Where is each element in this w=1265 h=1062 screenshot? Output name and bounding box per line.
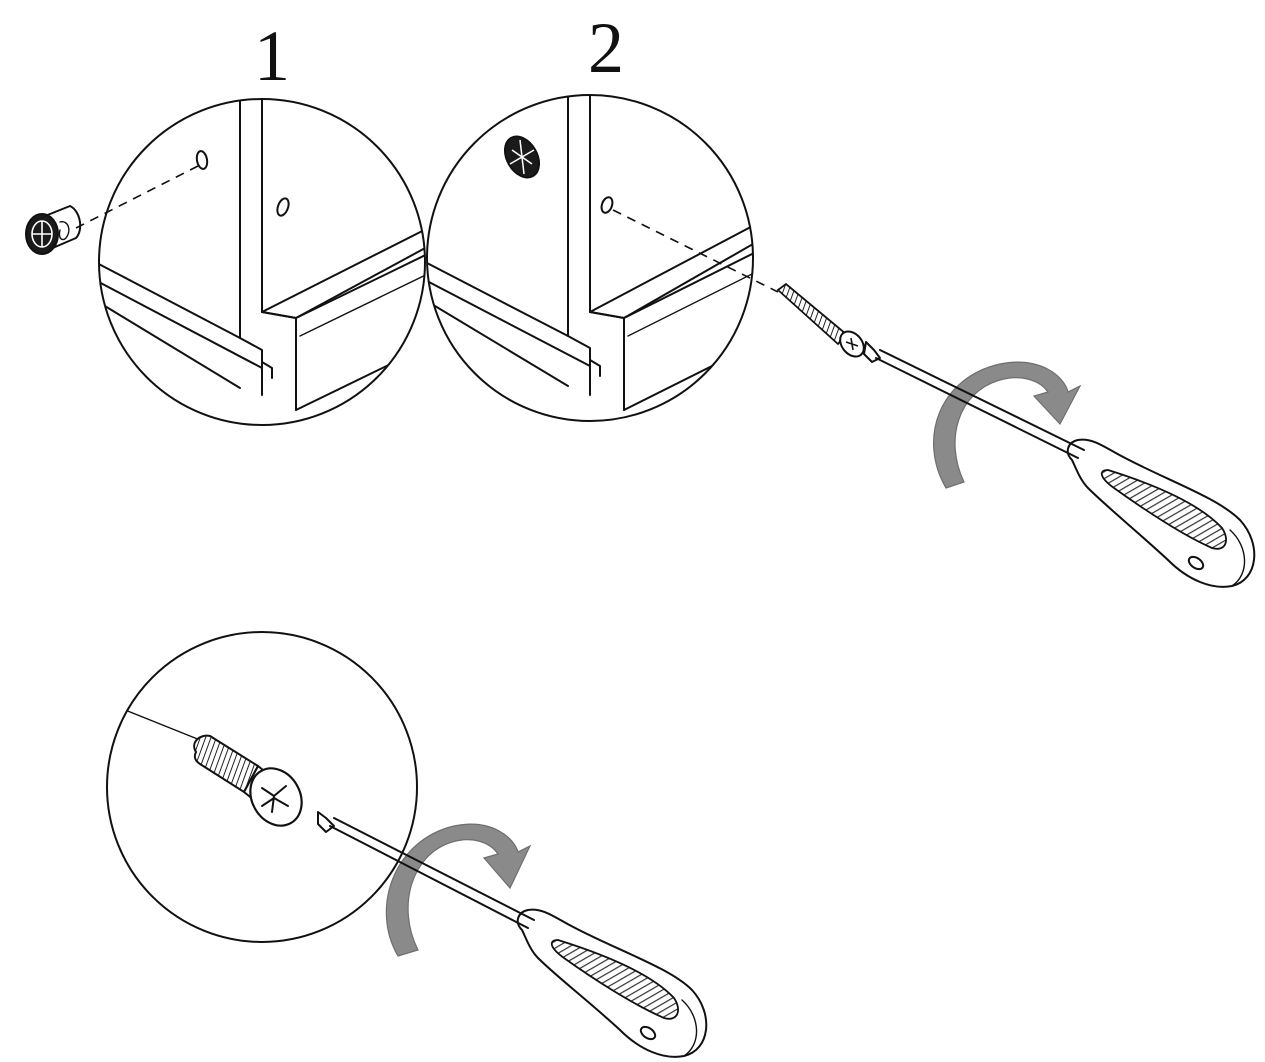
screwdriver-icon [863, 341, 1256, 588]
step-number-1: 1 [254, 16, 290, 96]
cam-lock-installed-icon [503, 135, 541, 179]
detail-circle-1 [98, 98, 426, 426]
rotate-clockwise-icon [385, 823, 532, 957]
bolt-icon [776, 282, 865, 358]
screwdriver-icon [317, 811, 708, 1058]
cabinet-corner-1 [99, 99, 425, 411]
cam-lock-icon [25, 205, 82, 255]
guide-line-1 [75, 165, 199, 229]
step-number-2: 2 [588, 8, 624, 88]
rotate-clockwise-icon [933, 361, 1082, 489]
detail-circle-2 [426, 94, 754, 422]
detail-circle-3 [106, 631, 418, 943]
screw-icon [193, 734, 303, 827]
cabinet-corner-2 [427, 95, 753, 411]
